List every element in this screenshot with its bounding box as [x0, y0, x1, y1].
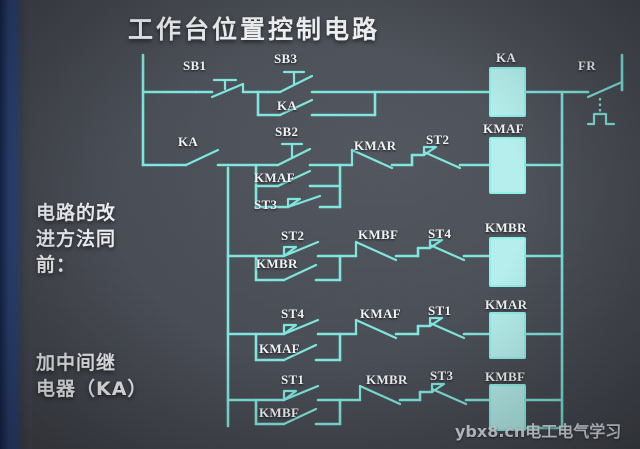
left-blue-edge-strip: [0, 0, 22, 449]
label-kmaf-coil: KMAF: [483, 121, 524, 136]
label-kmaf-r2: KMAF: [254, 170, 295, 185]
label-kmar-r2: KMAR: [354, 138, 397, 153]
kmbf-r5-blade: [282, 407, 318, 426]
st4-r4-roller: [282, 323, 298, 336]
label-kmbf-r5: KMBF: [259, 405, 300, 420]
label-kmar-coil: KMAR: [485, 297, 528, 312]
label-kmbf-coil: KMBF: [485, 369, 526, 384]
kmbf-r3-blade: [354, 240, 398, 262]
label-st1-r5: ST1: [281, 372, 305, 387]
kmar-coil-body: [489, 312, 526, 359]
note-add-relay: 加中间继 电器（KA）: [36, 352, 148, 400]
note-improvement-method: 电路的改 进方法同 前：: [36, 202, 117, 276]
st1-r5-blade: [282, 384, 320, 402]
label-st4-r3: ST4: [428, 226, 452, 241]
label-kmaf-r4: KMAF: [259, 341, 300, 356]
label-kmbr-r3: KMBR: [256, 256, 298, 271]
watermark: ybx8.cn电工电气学习: [455, 418, 621, 442]
label-kmaf-r4b: KMAF: [360, 306, 401, 321]
watermark-site: ybx8.cn: [455, 422, 526, 441]
sb2-blade: [276, 147, 312, 167]
label-fr: FR: [578, 58, 596, 73]
kmaf-r2-blade: [276, 169, 312, 188]
label-ka-hold: KA: [277, 98, 298, 113]
label-st1-r4: ST1: [428, 303, 452, 318]
label-ka-row2: KA: [178, 134, 199, 149]
sb3-blade: [278, 74, 314, 94]
label-kmbf-r3: KMBF: [358, 227, 399, 242]
label-kmbr-r5: KMBR: [366, 372, 408, 387]
st3-r2-blade: [286, 194, 322, 209]
watermark-text: 电工电气学习: [525, 422, 622, 441]
label-st3-r2: ST3: [254, 197, 278, 212]
st4-r3-blade: [428, 243, 466, 262]
label-st3-r5: ST3: [430, 368, 454, 383]
st2-r3-roller: [282, 245, 298, 258]
label-st2-r3: ST2: [281, 228, 305, 243]
kmaf-r4-blade: [282, 343, 318, 362]
label-kmbr-coil: KMBR: [485, 220, 527, 235]
left-gray-edge-strip: [22, 0, 32, 449]
st3-r5-blade: [430, 387, 468, 406]
st1-r5-roller: [282, 389, 298, 402]
ka-hold-blade: [278, 98, 314, 117]
fr-heater-symbol: [586, 112, 616, 126]
kmbr-coil-body: [489, 237, 526, 287]
label-st2-r2: ST2: [426, 132, 450, 147]
kmar-r2-blade: [350, 148, 394, 170]
label-sb2: SB2: [275, 124, 299, 139]
page-title: 工作台位置控制电路: [128, 15, 381, 44]
st4-r4-blade: [282, 318, 320, 336]
sb1-blade: [210, 82, 245, 99]
st2-r3-blade: [282, 240, 320, 258]
kmaf-coil-body: [489, 137, 526, 194]
kmbf-coil-body: [489, 384, 526, 431]
ka-coil-body: [489, 67, 526, 117]
ka-r2-blade: [184, 148, 220, 167]
st2-r2-blade: [422, 150, 462, 170]
label-sb1: SB1: [183, 58, 207, 73]
fr-blade: [586, 80, 624, 99]
label-sb3: SB3: [274, 51, 298, 66]
kmbr-r5-blade: [358, 384, 402, 406]
kmaf-r4b-blade: [354, 318, 398, 340]
st1-r4-blade: [428, 321, 466, 340]
st3-r2-roller: [286, 197, 302, 209]
label-st4-r4: ST4: [281, 306, 305, 321]
label-ka-coil: KA: [496, 50, 517, 65]
kmbr-r3-blade: [282, 263, 318, 282]
